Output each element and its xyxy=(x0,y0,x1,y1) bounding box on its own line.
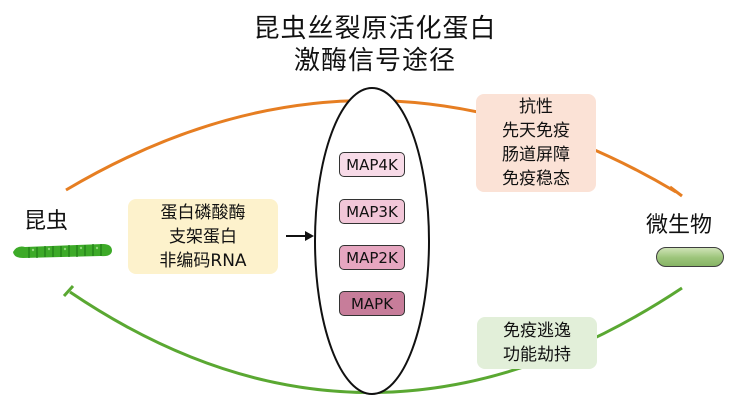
strategy-function-hijacking: 功能劫持 xyxy=(503,345,571,365)
rod-bacterium-icon xyxy=(656,247,724,267)
green-larva-icon xyxy=(13,244,112,258)
insect-inhibition-bar xyxy=(62,284,75,298)
cascade-node-map4k: MAP4K xyxy=(339,152,405,177)
microbe-strategies-box: 免疫逃逸 功能劫持 xyxy=(477,317,597,369)
function-resistance: 抗性 xyxy=(519,97,553,117)
regulator-protein-phosphatase: 蛋白磷酸酶 xyxy=(160,202,246,223)
diagram-title-line-1: 昆虫丝裂原活化蛋白 xyxy=(253,14,497,44)
regulator-scaffold-protein: 支架蛋白 xyxy=(169,226,237,247)
insect-label: 昆虫 xyxy=(24,209,69,234)
function-gut-barrier: 肠道屏障 xyxy=(502,145,570,165)
cascade-node-map3k: MAP3K xyxy=(339,199,405,224)
function-immune-homeostasis: 免疫稳态 xyxy=(502,169,570,189)
strategy-immune-evasion: 免疫逃逸 xyxy=(503,321,571,341)
microbe-inhibition-bar xyxy=(669,185,683,198)
function-innate-immunity: 先天免疫 xyxy=(502,121,570,141)
microbe-label: 微生物 xyxy=(646,213,713,238)
cascade-node-map2k: MAP2K xyxy=(339,245,405,270)
regulators-box: 蛋白磷酸酶 支架蛋白 非编码RNA xyxy=(128,199,278,274)
diagram-title-line-2: 激酶信号途径 xyxy=(293,46,456,76)
cascade-node-mapk: MAPK xyxy=(339,291,405,316)
regulator-noncoding-rna: 非编码RNA xyxy=(159,250,247,271)
regulation-arrowhead xyxy=(305,231,314,241)
mapk-cascade-ellipse xyxy=(314,87,430,395)
insect-functions-box: 抗性 先天免疫 肠道屏障 免疫稳态 xyxy=(476,94,596,192)
